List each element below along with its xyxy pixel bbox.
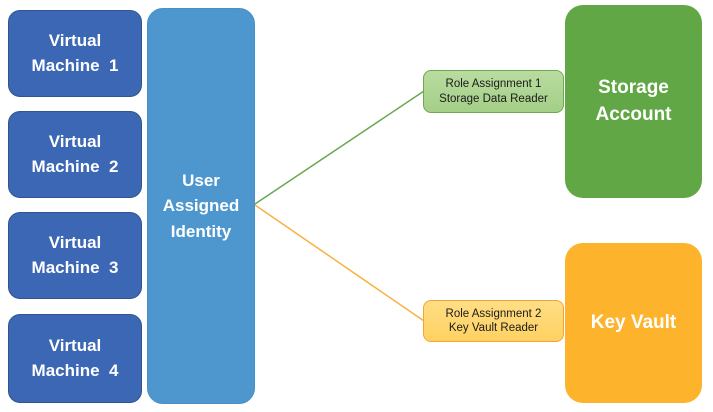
- role-assignment-1-node: Role Assignment 1 Storage Data Reader: [423, 70, 564, 113]
- storage-connector-line: [254, 90, 425, 205]
- key-vault-node: Key Vault: [565, 243, 702, 403]
- role-assignment-2-label: Role Assignment 2 Key Vault Reader: [445, 307, 542, 334]
- virtual-machine-1-label: Virtual Machine 1: [31, 30, 119, 75]
- virtual-machine-1-node: Virtual Machine 1: [8, 10, 142, 97]
- virtual-machine-4-node: Virtual Machine 4: [8, 314, 142, 403]
- role-assignment-1-label: Role Assignment 1 Storage Data Reader: [439, 78, 548, 105]
- virtual-machine-2-node: Virtual Machine 2: [8, 111, 142, 198]
- role-assignment-2-node: Role Assignment 2 Key Vault Reader: [423, 300, 564, 342]
- storage-account-node: Storage Account: [565, 5, 702, 198]
- virtual-machine-3-label: Virtual Machine 3: [31, 232, 119, 277]
- virtual-machine-3-node: Virtual Machine 3: [8, 212, 142, 299]
- storage-account-label: Storage Account: [595, 76, 672, 125]
- keyvault-connector-line: [254, 204, 425, 322]
- key-vault-label: Key Vault: [590, 311, 677, 333]
- user-assigned-identity-node: User Assigned Identity: [147, 8, 255, 404]
- virtual-machine-4-label: Virtual Machine 4: [31, 335, 119, 380]
- user-assigned-identity-label: User Assigned Identity: [162, 170, 240, 241]
- virtual-machine-2-label: Virtual Machine 2: [31, 131, 119, 176]
